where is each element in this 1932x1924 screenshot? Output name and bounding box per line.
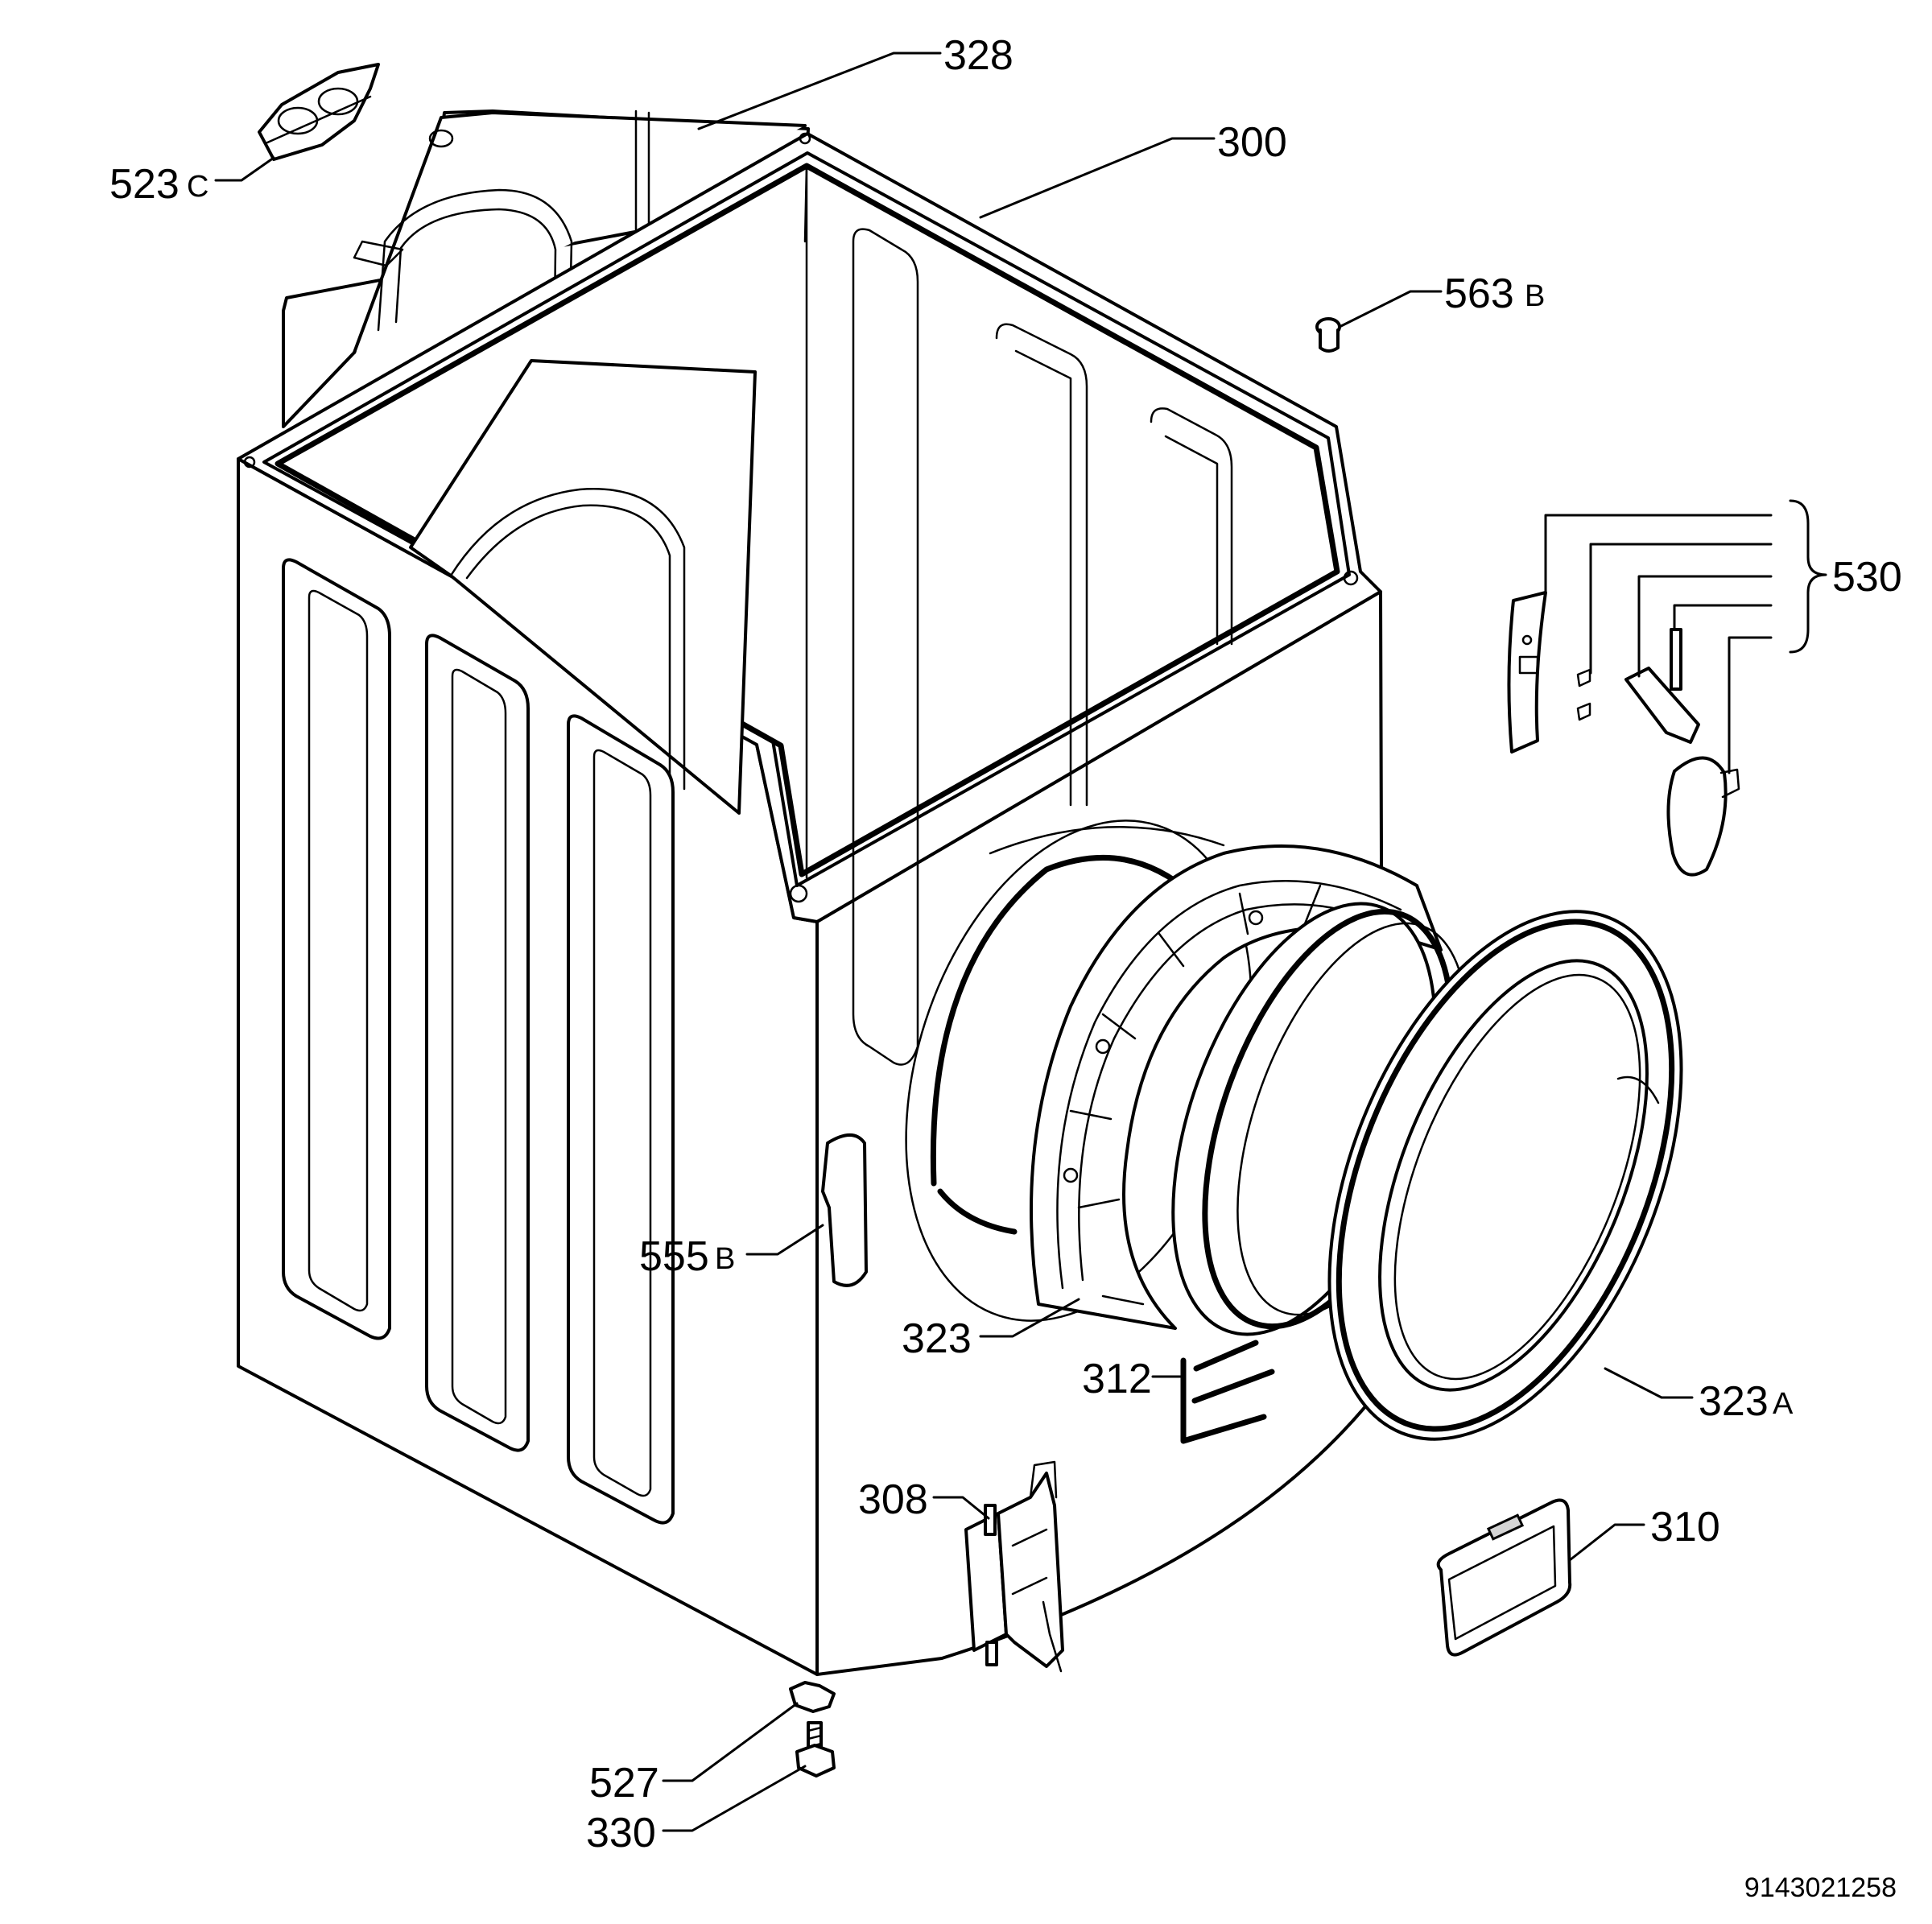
back-panel-part bbox=[282, 109, 810, 428]
label-523-suffix: C bbox=[187, 170, 208, 204]
label-323: 323 bbox=[902, 1315, 972, 1362]
label-330: 330 bbox=[586, 1810, 656, 1856]
label-563: 563 bbox=[1444, 270, 1514, 317]
label-310: 310 bbox=[1650, 1504, 1720, 1550]
label-323a: 323 bbox=[1699, 1378, 1769, 1425]
part-labels: 328 523 C 300 563 B 530 555 B 323 312 32… bbox=[109, 32, 1902, 1903]
flap-part bbox=[1436, 1498, 1572, 1657]
drawing-code: 9143021258 bbox=[1744, 1872, 1897, 1903]
label-563-suffix: B bbox=[1525, 279, 1545, 313]
label-523: 523 bbox=[109, 161, 180, 208]
label-530: 530 bbox=[1832, 554, 1902, 601]
plug-part bbox=[1315, 317, 1341, 353]
door-catch-assembly-part bbox=[1507, 591, 1740, 877]
foot-part bbox=[789, 1681, 836, 1777]
label-300: 300 bbox=[1217, 119, 1287, 166]
label-308: 308 bbox=[858, 1476, 928, 1523]
label-527: 527 bbox=[589, 1760, 659, 1806]
label-555: 555 bbox=[639, 1233, 709, 1280]
hinge-part bbox=[964, 1460, 1064, 1673]
top-clamp-part bbox=[258, 63, 380, 161]
leader-lines bbox=[214, 52, 1827, 1832]
label-555-suffix: B bbox=[715, 1242, 735, 1276]
outer-door-part bbox=[1327, 910, 1683, 1441]
label-312: 312 bbox=[1082, 1356, 1152, 1402]
door-ring-part bbox=[1030, 844, 1443, 1330]
label-323a-suffix: A bbox=[1773, 1387, 1794, 1421]
cover-plate-part bbox=[821, 1133, 868, 1287]
label-328: 328 bbox=[943, 32, 1013, 79]
